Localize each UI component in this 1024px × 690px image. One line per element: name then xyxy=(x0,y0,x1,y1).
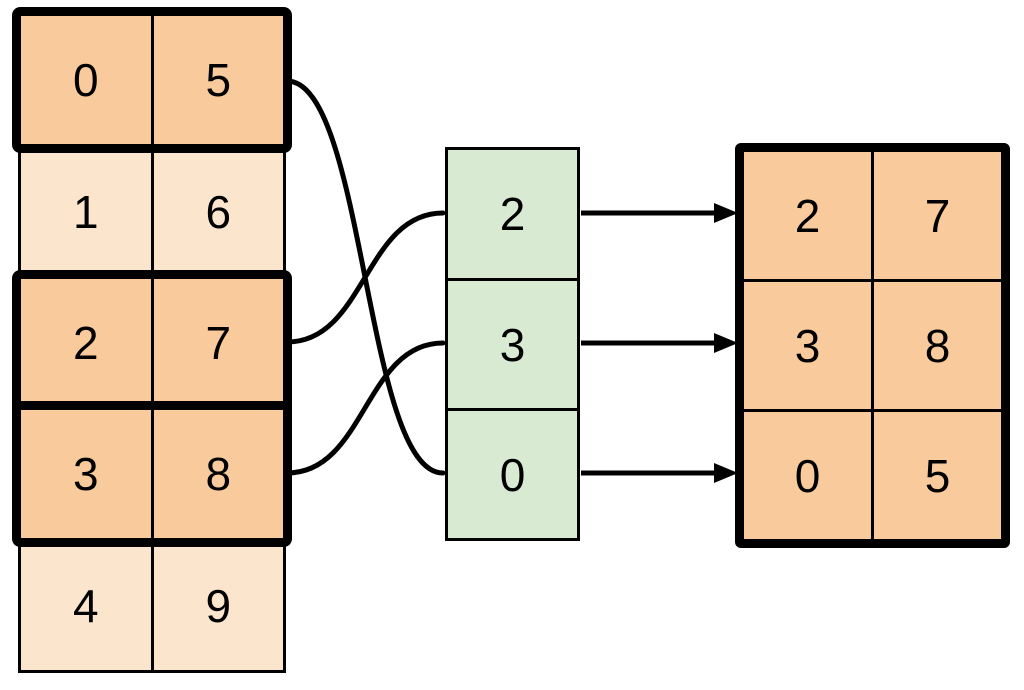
result-cell-r0c1: 7 xyxy=(874,152,1001,279)
result-cell-r1c0: 3 xyxy=(744,282,871,409)
source-cell-r0c1: 5 xyxy=(150,13,286,147)
index-cell-0: 2 xyxy=(445,147,580,281)
index-cell-1: 3 xyxy=(445,278,580,411)
arrow-index-cell1-to-result-row1 xyxy=(581,333,738,353)
source-row-2: 2 7 xyxy=(18,276,286,410)
result-cell-r2c1: 5 xyxy=(874,412,1001,539)
arrow-index-cell0-to-result-row0 xyxy=(581,203,738,223)
connector-row3-to-index-cell1 xyxy=(284,340,446,476)
source-cell-r3c1: 8 xyxy=(150,407,286,541)
source-cell-r1c0: 1 xyxy=(18,144,154,279)
index-cell-2: 0 xyxy=(445,408,580,541)
result-cell-r2c0: 0 xyxy=(744,412,871,539)
arrow-index-cell2-to-result-row2 xyxy=(581,463,738,483)
source-cell-r2c0: 2 xyxy=(18,276,154,410)
connector-row2-to-index-cell0 xyxy=(284,210,446,345)
source-cell-r4c0: 4 xyxy=(18,538,154,673)
result-cell-r0c0: 2 xyxy=(744,152,871,279)
source-cell-r4c1: 9 xyxy=(150,538,286,673)
source-row-4: 4 9 xyxy=(18,538,286,673)
source-row-0: 0 5 xyxy=(18,13,286,147)
source-cell-r2c1: 7 xyxy=(150,276,286,410)
source-row-3: 3 8 xyxy=(18,407,286,541)
source-cell-r0c0: 0 xyxy=(18,13,154,147)
result-table: 2 7 3 8 0 5 xyxy=(735,143,1010,548)
connector-row0-to-index-cell2 xyxy=(284,78,446,476)
source-row-1: 1 6 xyxy=(18,144,286,279)
source-cell-r3c0: 3 xyxy=(18,407,154,541)
result-cell-r1c1: 8 xyxy=(874,282,1001,409)
source-cell-r1c1: 6 xyxy=(150,144,286,279)
